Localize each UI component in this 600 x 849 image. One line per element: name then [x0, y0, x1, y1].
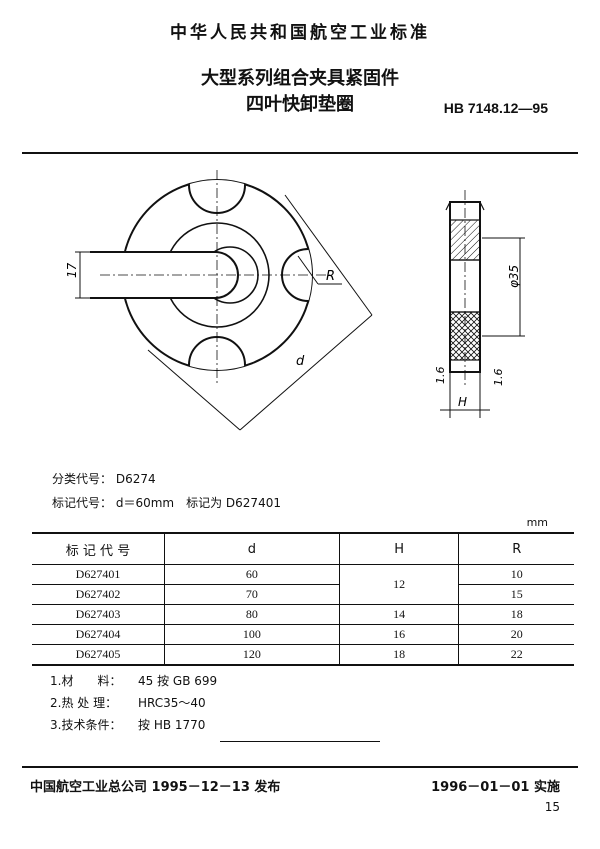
cell-H: 12: [338, 564, 459, 605]
cell-R: 15: [458, 584, 574, 605]
col-header-code: 标 记 代 号: [32, 532, 165, 565]
dim-chamfer-right-label: 1.6: [492, 369, 505, 387]
dim-R-label: R: [326, 269, 335, 284]
end-rule: [220, 741, 380, 742]
note-value: 按 HB 1770: [138, 718, 206, 732]
col-header-d: d: [164, 532, 340, 565]
title-line-1: 大型系列组合夹具紧固件: [201, 68, 399, 89]
note-heat-treatment: 2.热 处 理： HRC35～40: [50, 694, 206, 711]
classification-line: 分类代号： D6274: [52, 470, 156, 487]
cell-d: 60: [164, 564, 340, 585]
title-line-2: 四叶快卸垫圈: [246, 94, 354, 115]
table-row: D627403 80 14 18: [32, 604, 574, 625]
header-rule: [22, 152, 578, 154]
classification-value: D6274: [115, 472, 156, 486]
footer-issued: 中国航空工业总公司 1995－12－13 发布: [30, 780, 281, 795]
note-technical-conditions: 3.技术条件： 按 HB 1770: [50, 716, 205, 733]
cell-R: 18: [458, 604, 574, 625]
marking-label: 标记代号：: [52, 496, 113, 510]
note-label: 1.材 料：: [50, 674, 122, 688]
note-label: 2.热 处 理：: [50, 696, 118, 710]
dim-H-label: H: [458, 395, 467, 409]
classification-label: 分类代号：: [52, 472, 113, 486]
cell-R: 22: [458, 644, 574, 666]
col-header-H: H: [338, 532, 459, 565]
unit-label: mm: [526, 516, 548, 529]
cell-code: D627405: [32, 644, 165, 666]
cell-code: D627404: [32, 624, 165, 645]
cell-H: 14: [338, 604, 459, 625]
marking-line: 标记代号： d＝60mm 标记为 D627401: [52, 494, 281, 511]
table-row: D627404 100 16 20: [32, 624, 574, 645]
washer-drawing: 17 R d φ35 H 1.6 1.6: [65, 170, 525, 431]
cell-d: 120: [164, 644, 340, 666]
cell-code: D627403: [32, 604, 165, 625]
table-row: D627405 120 18 22: [32, 644, 574, 666]
note-material: 1.材 料： 45 按 GB 699: [50, 672, 217, 689]
cell-R: 10: [458, 564, 574, 585]
cell-code: D627401: [75, 567, 121, 581]
page-number: 15: [544, 800, 560, 814]
dim-d-label: d: [296, 354, 305, 369]
dim-chamfer-left-label: 1.6: [434, 367, 447, 385]
standard-code: HB 7148.12—95: [443, 100, 548, 116]
footer-effective: 1996－01－01 实施: [431, 780, 560, 795]
note-label: 3.技术条件：: [50, 718, 122, 732]
cell-d: 70: [164, 584, 340, 605]
cell-d: 100: [164, 624, 340, 645]
table-row: D627402 70 15: [32, 584, 574, 605]
standard-header: 中华人民共和国航空工业标准: [170, 23, 430, 43]
cell-d: 80: [164, 604, 340, 625]
dim-17-label: 17: [65, 262, 79, 278]
cell-H: 18: [338, 644, 459, 666]
cell-H: 16: [338, 624, 459, 645]
footer-rule: [22, 766, 578, 768]
col-header-R: R: [458, 532, 574, 565]
marking-value: d＝60mm 标记为 D627401: [115, 496, 281, 510]
spec-table: 标 记 代 号 d H R D627401 60 12 10 D627402 7…: [32, 532, 574, 666]
table-row: D627401 60 12 10: [32, 564, 574, 605]
cell-R: 20: [458, 624, 574, 645]
note-value: HRC35～40: [138, 696, 206, 710]
note-value: 45 按 GB 699: [138, 674, 218, 688]
cell-code: D627402: [32, 584, 165, 605]
dim-phi35-label: φ35: [507, 265, 521, 288]
